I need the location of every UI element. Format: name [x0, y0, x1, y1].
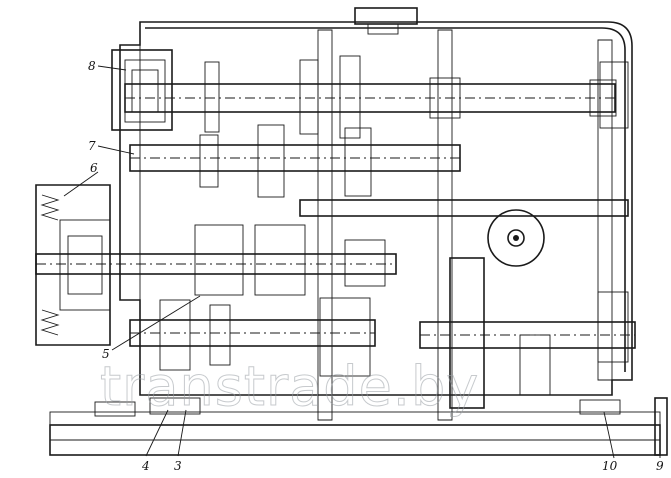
housing — [119, 7, 633, 421]
base-plate — [49, 397, 668, 456]
gear-set — [159, 55, 629, 409]
callout-5: 5 — [102, 347, 110, 361]
callout-10: 10 — [602, 459, 618, 473]
pulley-6 — [35, 184, 111, 346]
callout-6: 6 — [90, 161, 98, 175]
base-fasteners — [94, 397, 621, 417]
shafts — [35, 77, 636, 349]
callout-8: 8 — [88, 59, 96, 73]
watermark-text: transtrade.by — [100, 355, 479, 418]
callouts: 8 7 6 5 4 3 10 9 — [88, 59, 664, 473]
clutch-assembly-8 — [111, 49, 173, 131]
callout-4: 4 — [141, 459, 150, 473]
callout-3: 3 — [174, 459, 182, 473]
leader-lines — [63, 65, 661, 459]
callout-9: 9 — [656, 459, 664, 473]
callout-7: 7 — [88, 139, 96, 153]
